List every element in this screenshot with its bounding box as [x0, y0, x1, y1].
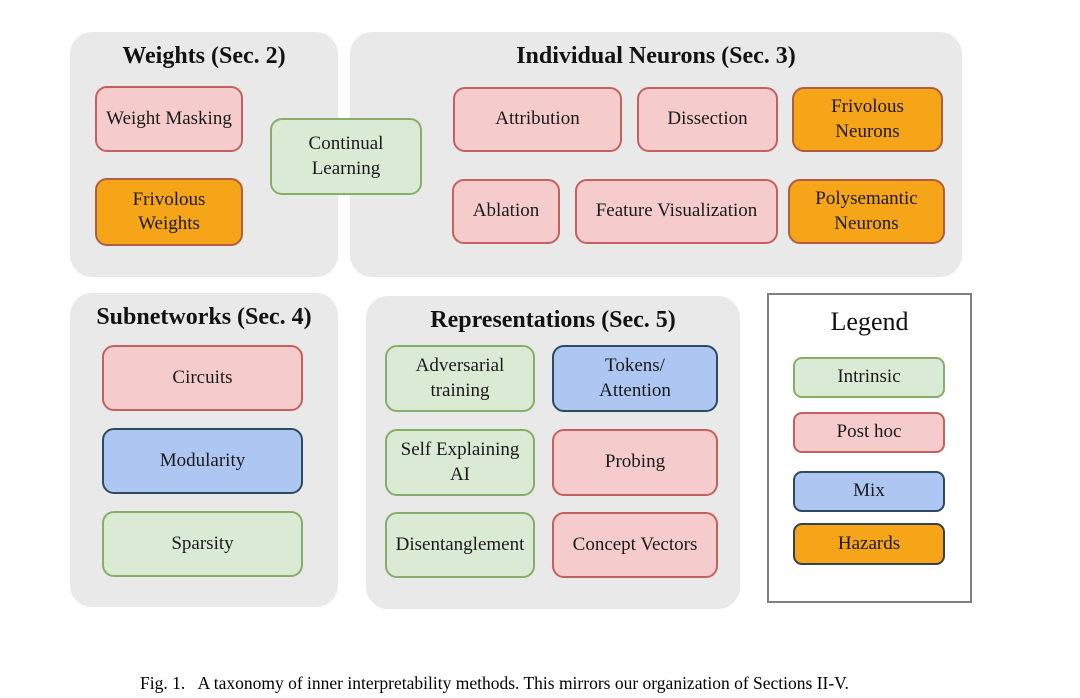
box-disentanglement-label: Disentanglement [395, 533, 525, 555]
box-frivolous-weights-label: Frivolous Weights [132, 188, 206, 234]
legend-item-post-hoc: Post hoc [793, 412, 945, 453]
box-polysemantic-neurons-label: Polysemantic Neurons [815, 188, 918, 234]
box-tokens-attention: Tokens/ Attention [552, 345, 718, 412]
box-adversarial-training: Adversarial training [385, 345, 535, 412]
box-concept-vectors-label: Concept Vectors [572, 533, 698, 555]
box-circuits: Circuits [102, 345, 303, 411]
box-modularity: Modularity [102, 428, 303, 494]
box-continual-learning-label: Continual Learning [308, 133, 384, 179]
box-dissection: Dissection [637, 87, 778, 152]
figure-caption-number: Fig. 1. [140, 672, 186, 693]
panel-representations-title: Representations (Sec. 5) [430, 307, 676, 333]
box-attribution-label: Attribution [495, 108, 580, 130]
box-feature-visualization-label: Feature Visualization [595, 200, 758, 222]
box-dissection-label: Dissection [667, 108, 748, 130]
legend-item-hazards: Hazards [793, 523, 945, 565]
box-concept-vectors: Concept Vectors [552, 512, 718, 578]
box-self-explaining-ai-label: Self Explaining AI [400, 439, 520, 485]
legend-item-post-hoc-label: Post hoc [836, 421, 902, 443]
legend-item-mix: Mix [793, 471, 945, 512]
box-polysemantic-neurons: Polysemantic Neurons [788, 179, 945, 244]
box-weight-masking: Weight Masking [95, 86, 243, 152]
box-ablation: Ablation [452, 179, 560, 244]
panel-weights-title: Weights (Sec. 2) [122, 43, 286, 69]
box-disentanglement: Disentanglement [385, 512, 535, 578]
box-continual-learning: Continual Learning [270, 118, 422, 195]
box-circuits-label: Circuits [172, 366, 233, 388]
figure-caption-text: A taxonomy of inner interpretability met… [197, 672, 849, 693]
legend-item-mix-label: Mix [853, 480, 885, 502]
box-frivolous-weights: Frivolous Weights [95, 178, 243, 246]
box-tokens-attention-label: Tokens/ Attention [599, 355, 671, 401]
panel-subnetworks-title: Subnetworks (Sec. 4) [96, 304, 312, 330]
box-probing-label: Probing [604, 451, 666, 473]
panel-individual-neurons-title: Individual Neurons (Sec. 3) [516, 43, 796, 69]
legend-title: Legend [830, 307, 909, 336]
box-modularity-label: Modularity [159, 449, 246, 471]
box-ablation-label: Ablation [472, 200, 540, 222]
legend-item-intrinsic-label: Intrinsic [837, 366, 901, 388]
box-frivolous-neurons-label: Frivolous Neurons [831, 96, 904, 142]
box-attribution: Attribution [453, 87, 622, 152]
box-sparsity-label: Sparsity [171, 532, 234, 554]
box-adversarial-training-label: Adversarial training [415, 355, 505, 401]
legend-item-hazards-label: Hazards [837, 532, 901, 554]
box-probing: Probing [552, 429, 718, 496]
figure-caption: Fig. 1. A taxonomy of inner interpretabi… [140, 673, 940, 694]
box-feature-visualization: Feature Visualization [575, 179, 778, 244]
box-weight-masking-label: Weight Masking [106, 107, 232, 129]
legend-item-intrinsic: Intrinsic [793, 357, 945, 398]
box-self-explaining-ai: Self Explaining AI [385, 429, 535, 496]
box-frivolous-neurons: Frivolous Neurons [792, 87, 943, 152]
box-sparsity: Sparsity [102, 511, 303, 577]
